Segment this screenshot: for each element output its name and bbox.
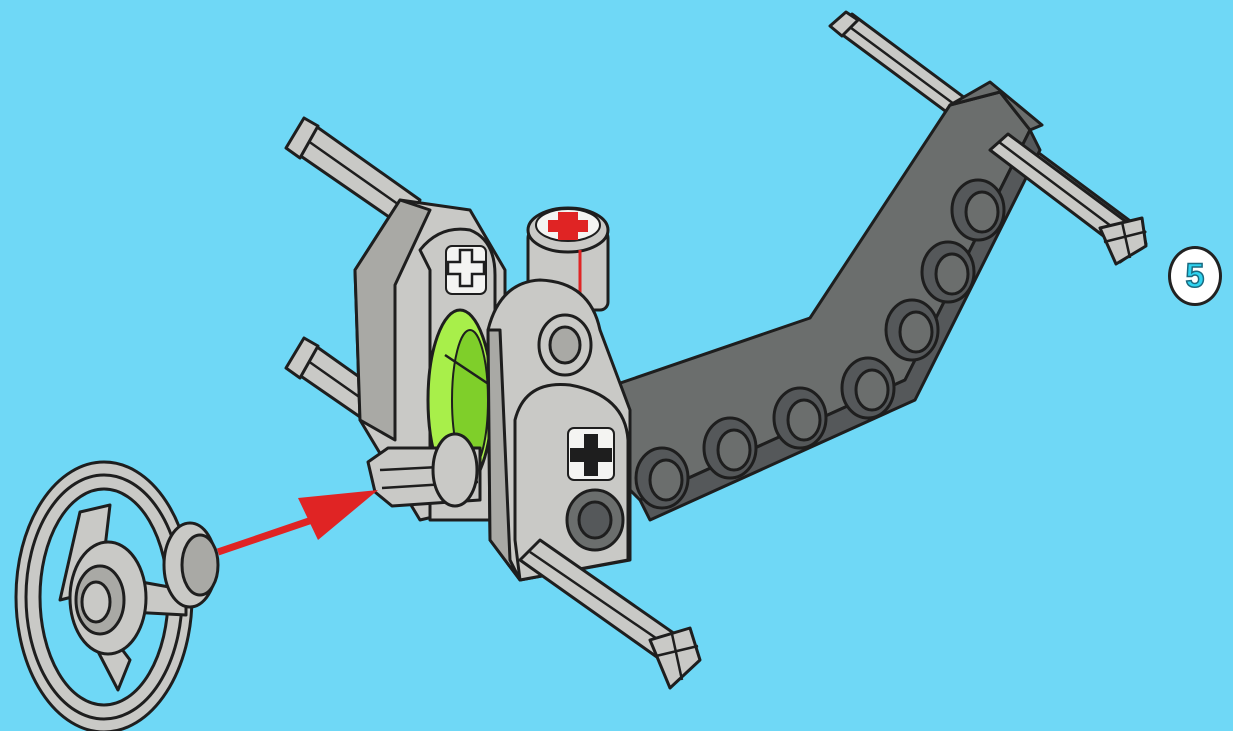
step-number: 5 bbox=[1186, 259, 1205, 293]
cross-hole-icon bbox=[568, 428, 614, 480]
beam-hole-inner bbox=[966, 192, 998, 232]
beam-hole-inner bbox=[900, 312, 932, 352]
cross-hole-icon bbox=[446, 246, 486, 294]
step-number-badge: 5 bbox=[1168, 246, 1222, 306]
beam-hole-inner bbox=[856, 370, 888, 410]
beam-hole-inner bbox=[650, 460, 682, 500]
beam-hole-inner bbox=[718, 430, 750, 470]
beam-hole-inner bbox=[936, 254, 968, 294]
beam-hole-inner bbox=[788, 400, 820, 440]
